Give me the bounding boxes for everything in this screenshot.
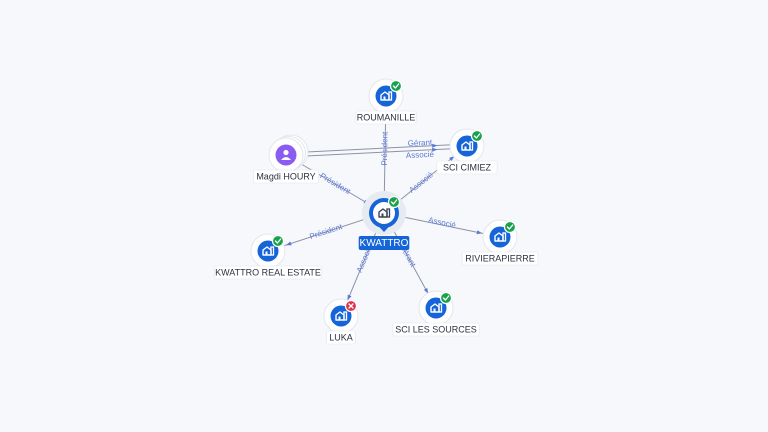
node-label-bg [436, 160, 498, 175]
center-node[interactable]: KWATTRO [358, 191, 410, 250]
node-disc [257, 240, 279, 262]
node-roumanille[interactable]: ROUMANILLE [355, 78, 417, 125]
building-icon [494, 232, 507, 242]
center-label: KWATTRO [360, 238, 409, 249]
building-icon [461, 141, 474, 151]
node-label: KWATTRO REAL ESTATE [215, 267, 321, 277]
node-label: Magdi HOURY [256, 171, 315, 181]
center-label-bg [358, 236, 410, 250]
node-kwattro-re[interactable]: KWATTRO REAL ESTATE [214, 233, 322, 280]
node-rivierapierre[interactable]: RIVIERAPIERRE [461, 219, 539, 266]
active-check-badge [503, 220, 517, 234]
building-icon [378, 208, 391, 218]
edge-magdi-sci-cimiez-8: Associé [285, 147, 468, 160]
edge-line [285, 147, 468, 158]
active-check-badge [470, 129, 484, 143]
node-label-bg [461, 251, 539, 266]
edge-label: Associé [407, 170, 435, 195]
edge-label: Président [318, 171, 352, 196]
edge-arrow [286, 241, 292, 246]
node-disc [456, 135, 478, 157]
edge-arrow [423, 287, 429, 294]
inactive-cross-badge [344, 299, 358, 313]
edge-label: Gérant [407, 138, 433, 148]
node-label-bg [326, 330, 356, 345]
nodes-layer: ROUMANILLE SCI CIMIEZ Magdi HOURY RIVIERAPI… [214, 78, 539, 345]
active-check-badge [387, 195, 401, 209]
node-disc [425, 297, 447, 319]
node-disc [489, 226, 511, 248]
edge-label: Président [308, 222, 344, 241]
node-label-bg [214, 265, 322, 280]
edge-line [285, 143, 468, 154]
edge-arrow [347, 294, 352, 301]
edge-label: Associé [406, 150, 435, 160]
node-label-bg [252, 169, 320, 184]
building-icon [380, 91, 393, 101]
person-icon [281, 149, 291, 160]
edge-arrow [432, 147, 438, 152]
edge-arrow [476, 230, 483, 235]
active-check-badge [271, 234, 285, 248]
edge-arrow [449, 156, 455, 162]
node-magdi[interactable]: Magdi HOURY [252, 134, 320, 184]
node-label: ROUMANILLE [357, 112, 416, 122]
node-sci-cimiez[interactable]: SCI CIMIEZ [436, 128, 498, 175]
node-label: SCI LES SOURCES [395, 324, 477, 334]
node-label: SCI CIMIEZ [443, 162, 492, 172]
center-pin-inner [373, 202, 395, 224]
node-label-bg [355, 110, 417, 125]
building-icon [335, 311, 348, 321]
node-label: LUKA [329, 332, 353, 342]
node-label: RIVIERAPIERRE [465, 253, 535, 263]
node-label-bg [392, 322, 480, 337]
active-check-badge [389, 79, 403, 93]
building-icon [430, 303, 443, 313]
node-disc [375, 85, 397, 107]
node-sci-sources[interactable]: SCI LES SOURCES [392, 290, 480, 337]
node-disc [330, 305, 352, 327]
edge-label: Associé [427, 215, 457, 230]
edge-magdi-sci-cimiez-7: Gérant [285, 138, 468, 154]
building-icon [262, 246, 275, 256]
edge-arrow [432, 143, 438, 148]
node-luka[interactable]: LUKA [323, 298, 359, 345]
active-check-badge [439, 291, 453, 305]
